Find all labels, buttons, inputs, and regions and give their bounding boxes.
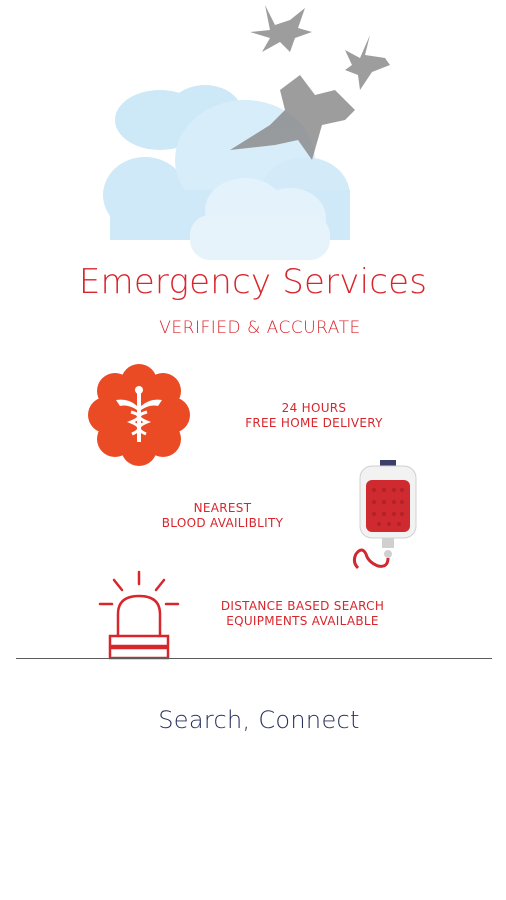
tagline: Search, Connect: [158, 706, 360, 734]
page-title: Emergency Services: [78, 262, 428, 302]
feature-line: BLOOD AVAILIBLITY: [161, 516, 284, 530]
feature-equipment-text: DISTANCE BASED SEARCH EQUIPMENTS AVAILAB…: [205, 599, 400, 629]
feature-line: FREE HOME DELIVERY: [245, 416, 383, 430]
feature-line: EQUIPMENTS AVAILABLE: [226, 614, 379, 628]
divider: [16, 658, 492, 659]
feature-delivery-text: 24 HOURS FREE HOME DELIVERY: [230, 401, 398, 431]
bird-icon: [230, 5, 390, 160]
clouds-birds-illustration: [103, 5, 390, 260]
medical-caduceus-icon: [88, 364, 190, 466]
feature-line: 24 HOURS: [281, 401, 347, 415]
feature-line: DISTANCE BASED SEARCH: [220, 599, 385, 613]
blood-bag-icon: [352, 460, 417, 570]
cloud-icon: [103, 85, 350, 260]
feature-line: NEAREST: [193, 501, 252, 515]
page-subtitle: VERIFIED & ACCURATE: [159, 318, 361, 338]
feature-blood-text: NEAREST BLOOD AVAILIBLITY: [150, 501, 295, 531]
emergency-siren-icon: [98, 570, 180, 660]
